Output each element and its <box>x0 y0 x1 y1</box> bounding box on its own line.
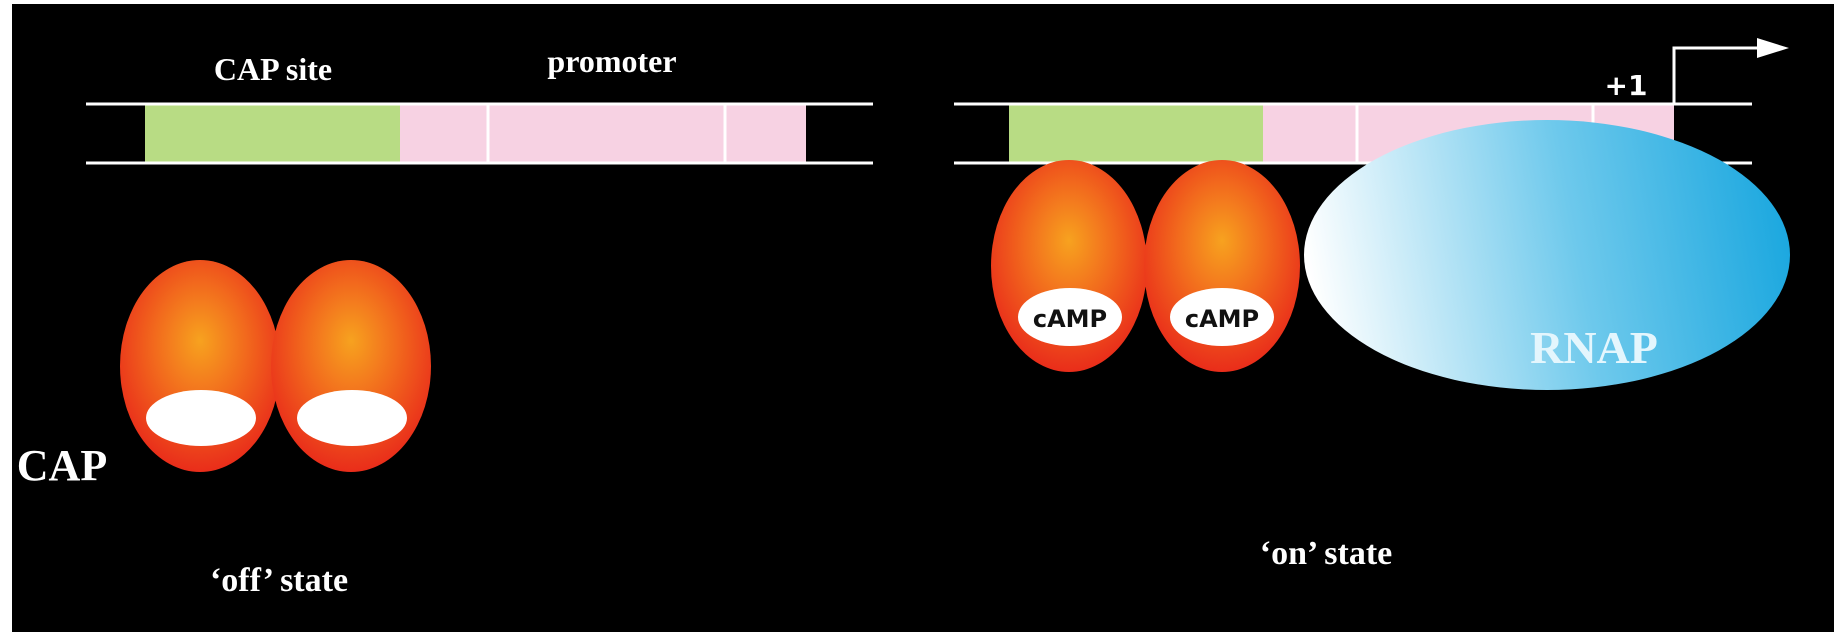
cap-site-block <box>145 104 400 163</box>
empty-ligand-site-right <box>297 390 407 446</box>
dna-off <box>86 102 873 165</box>
promoter-label: promoter <box>547 43 676 79</box>
camp-ligand-right <box>1170 288 1274 346</box>
cap-dimer-off <box>120 260 431 472</box>
bent-arrow-icon <box>1672 38 1789 104</box>
promoter-block <box>400 104 806 163</box>
cap-dimer-on <box>991 160 1300 372</box>
on-state-panel: +1 RNAP cAMP cAMP ‘on’ state <box>954 38 1790 572</box>
camp-ligand-left <box>1018 288 1122 346</box>
off-state-panel: CAP site promoter CAP ‘off’ state <box>17 43 873 599</box>
rnap-label: RNAP <box>1530 322 1658 373</box>
cap-label: CAP <box>17 441 107 490</box>
cap-site-label: CAP site <box>214 51 332 87</box>
camp-label-left: cAMP <box>1033 305 1107 333</box>
empty-ligand-site-left <box>146 390 256 446</box>
rnap-polymerase <box>1304 120 1790 390</box>
off-state-label: ‘off’ state <box>210 562 348 599</box>
cap-site-block-on <box>1009 104 1263 163</box>
camp-label-right: cAMP <box>1185 305 1259 333</box>
plus-one-label: +1 <box>1605 69 1648 102</box>
on-state-label: ‘on’ state <box>1260 535 1393 572</box>
